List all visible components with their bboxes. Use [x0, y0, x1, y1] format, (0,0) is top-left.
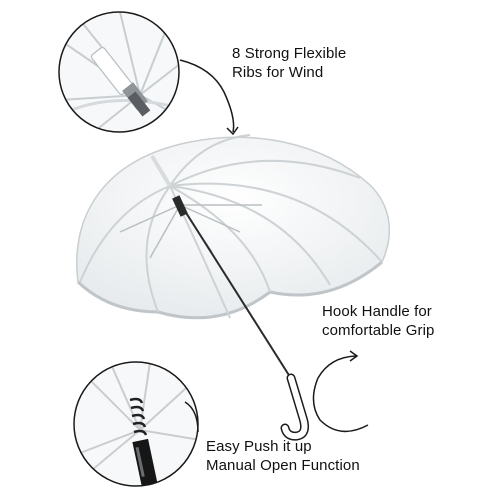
leader-arrow [179, 59, 369, 433]
ribs-callout-line1: 8 Strong Flexible [232, 45, 347, 62]
ribs-callout: 8 Strong Flexible Ribs for Wind [232, 44, 346, 82]
handle-callout-line2: comfortable Grip [322, 322, 435, 339]
ribs-callout-line2: Ribs for Wind [232, 64, 324, 81]
handle-callout-line1: Hook Handle for [322, 303, 432, 320]
umbrella-canopy [76, 134, 391, 441]
opener-callout-line2: Manual Open Function [206, 457, 360, 474]
opener-callout-line1: Easy Push it up [206, 438, 312, 455]
runner-detail [73, 361, 199, 487]
opener-callout: Easy Push it up Manual Open Function [206, 437, 360, 475]
top-ribs-detail [58, 11, 180, 133]
handle-callout: Hook Handle for comfortable Grip [322, 302, 434, 340]
